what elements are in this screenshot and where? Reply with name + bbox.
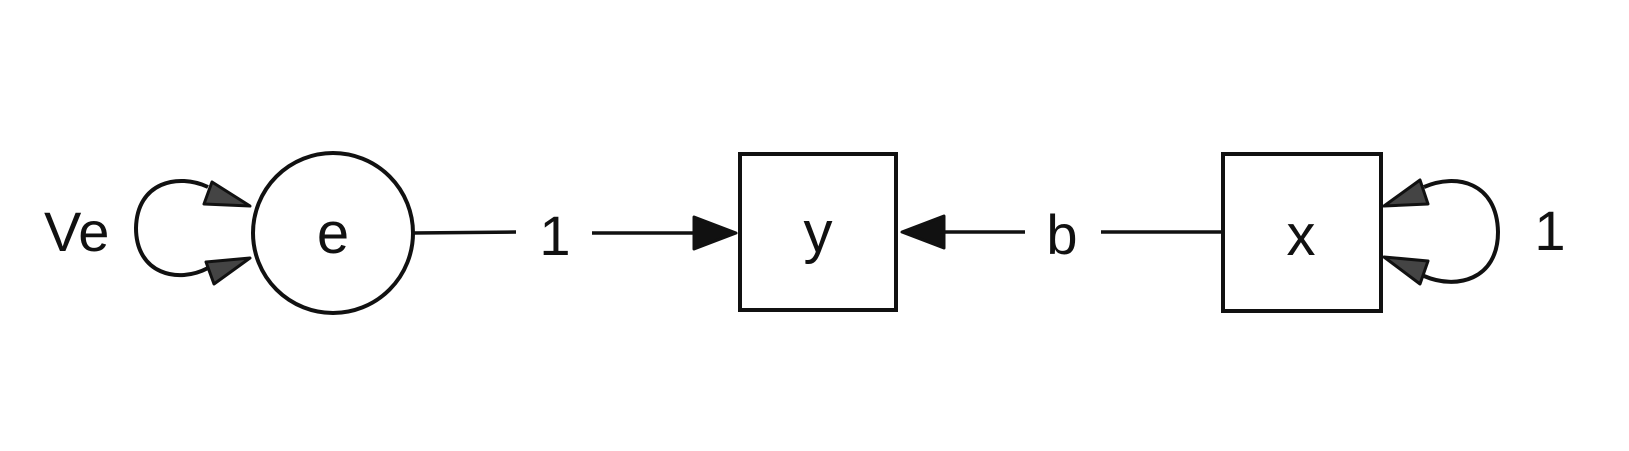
variance-loop-e-arrowhead-top	[202, 180, 252, 208]
node-e-label: e	[317, 201, 349, 266]
variance-label-ve: Ve	[44, 200, 109, 263]
edge-e-to-y	[412, 215, 738, 251]
variance-loop-x	[1382, 178, 1501, 286]
variance-loop-x-arrowhead-top	[1382, 178, 1430, 208]
node-x: x	[1221, 152, 1383, 313]
edge-x-to-y	[900, 214, 1223, 250]
edge-e-to-y-segment-left	[412, 230, 517, 235]
node-x-box	[1221, 152, 1383, 313]
node-y-box	[738, 152, 898, 312]
edge-e-to-y-arrowhead	[692, 215, 738, 251]
node-y-label: y	[804, 200, 833, 265]
node-x-label: x	[1287, 203, 1316, 268]
edge-label-e-to-y: 1	[539, 204, 570, 267]
variance-loop-e-arc	[133, 179, 209, 277]
edge-x-to-y-arrowhead	[900, 214, 946, 250]
node-y: y	[738, 152, 898, 312]
variance-loop-x-arc	[1423, 179, 1501, 284]
variance-loop-e	[133, 179, 252, 286]
variance-loop-x-arrowhead-bottom	[1382, 255, 1430, 286]
node-e: e	[251, 151, 415, 315]
variance-loop-e-arrowhead-bottom	[204, 256, 252, 286]
edge-label-x-to-y: b	[1046, 203, 1077, 266]
variance-label-x: 1	[1534, 199, 1565, 262]
